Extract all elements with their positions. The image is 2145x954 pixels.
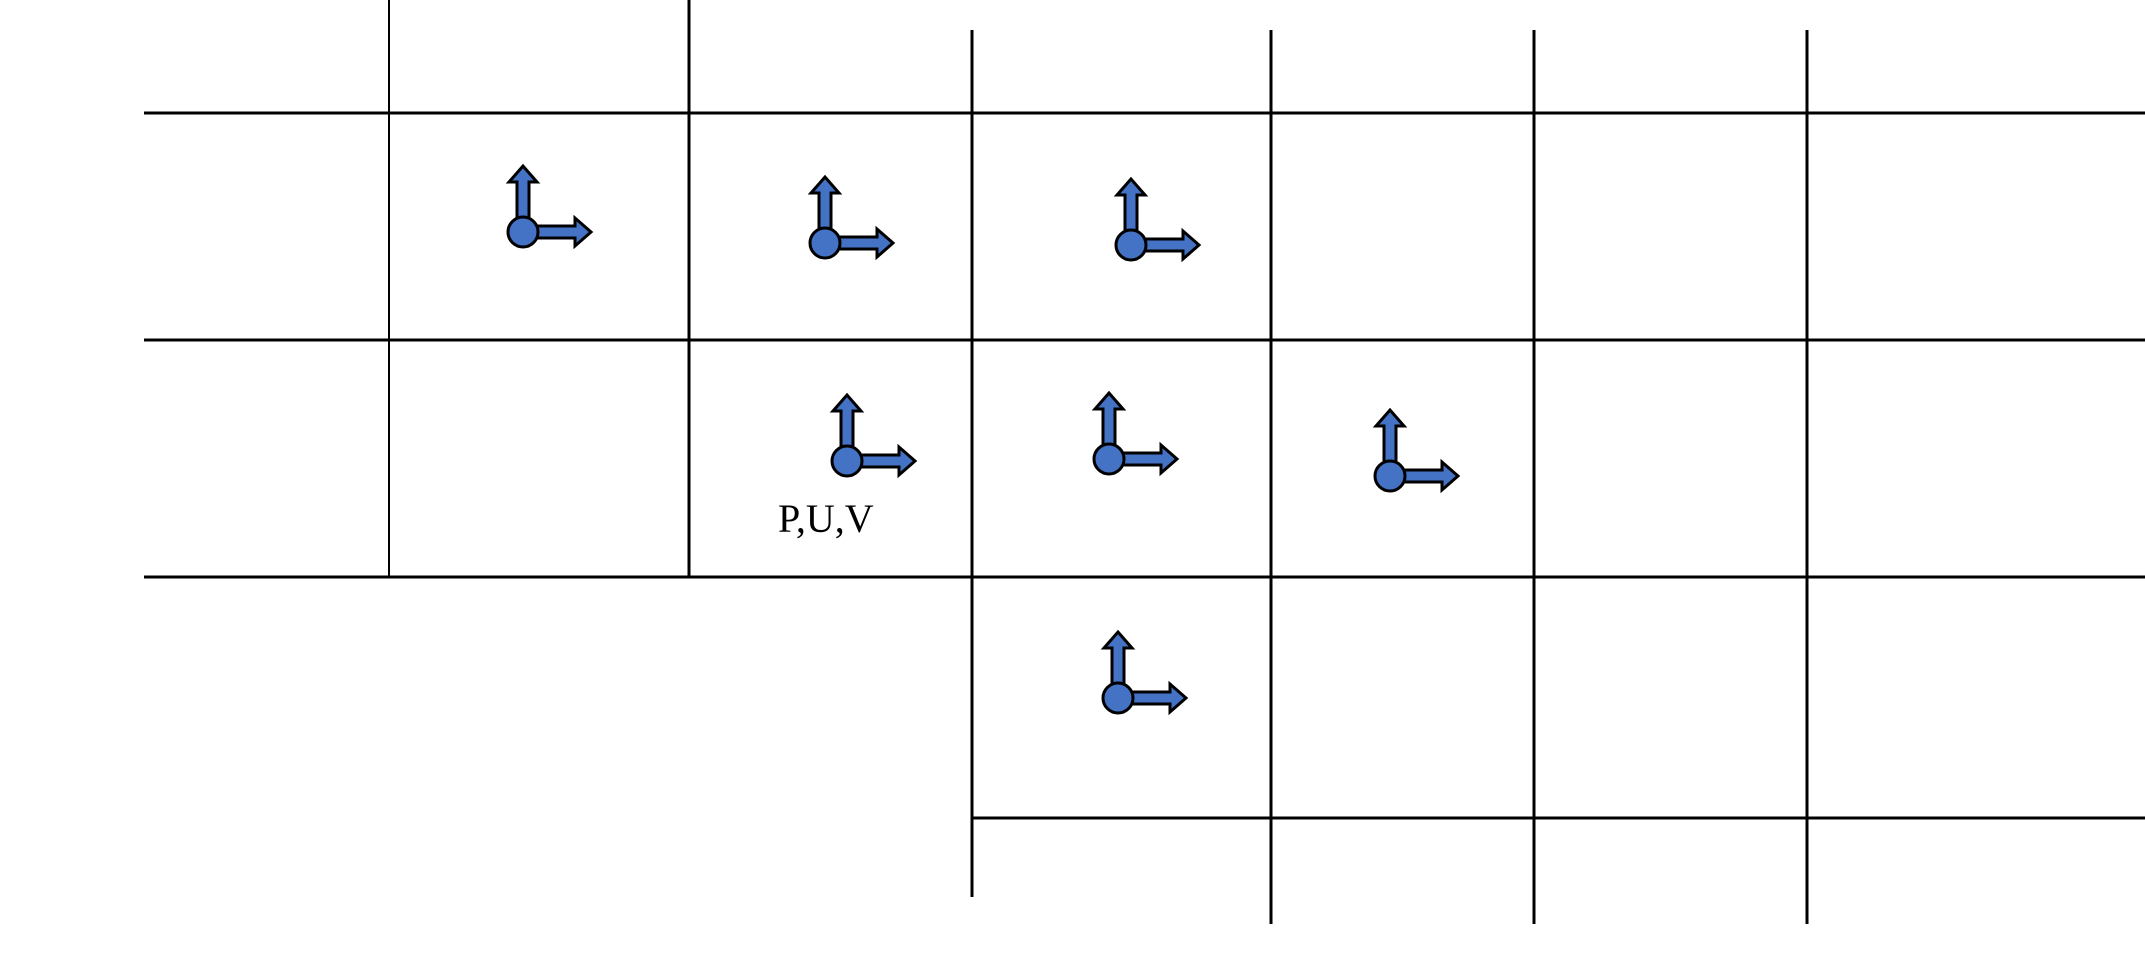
velocity-vector-pair-icon (1101, 630, 1188, 715)
velocity-vector-pair-icon (1092, 391, 1179, 476)
node-variable-label: P,U,V (778, 496, 874, 541)
velocity-vector-pair-icon (506, 164, 593, 249)
velocity-vector-glyphs (506, 164, 1460, 715)
velocity-vector-pair-icon (808, 175, 895, 260)
grid-lines (144, 0, 2145, 924)
velocity-vector-pair-icon (830, 393, 917, 478)
velocity-vector-pair-icon (1114, 177, 1201, 262)
velocity-vector-pair-icon (1373, 408, 1460, 493)
